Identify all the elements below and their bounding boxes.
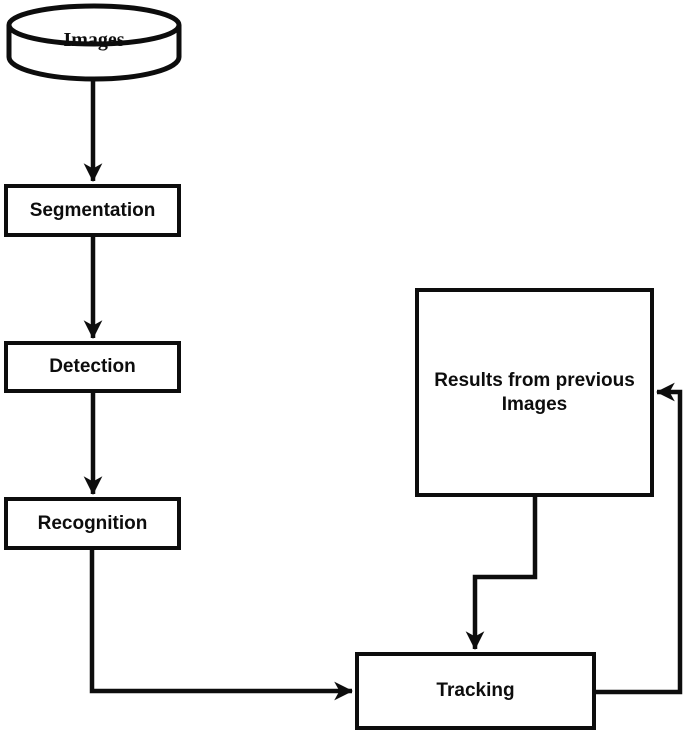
edge-tracking-results-feedback: [595, 382, 683, 695]
node-detection-label: Detection: [49, 356, 136, 378]
node-tracking: Tracking: [355, 652, 596, 730]
node-segmentation-label: Segmentation: [29, 199, 156, 221]
node-detection: Detection: [4, 341, 181, 393]
edge-recognition-tracking: [89, 550, 353, 701]
node-recognition-label: Recognition: [37, 512, 148, 534]
node-results-label: Results from previous Images: [434, 369, 635, 415]
node-tracking-label: Tracking: [436, 680, 515, 702]
node-recognition: Recognition: [4, 497, 181, 550]
node-results-from-previous-images: Results from previous Images: [415, 288, 654, 497]
node-images-label: Images: [63, 29, 125, 51]
node-segmentation: Segmentation: [4, 184, 181, 237]
edge-results-tracking: [465, 497, 538, 650]
